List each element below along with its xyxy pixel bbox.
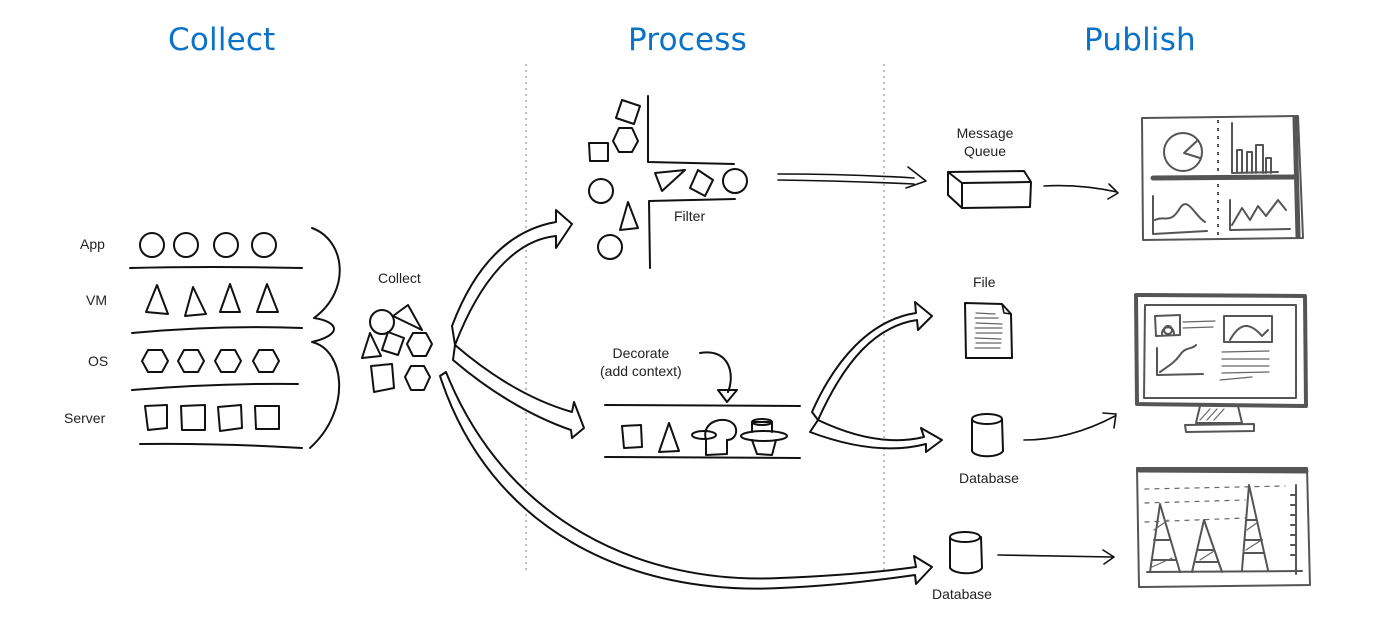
stage-title-collect: Collect bbox=[168, 22, 276, 58]
source-row-os bbox=[141, 349, 280, 373]
stage-title-publish: Publish bbox=[1084, 22, 1196, 58]
arrow-to-dashboard bbox=[1043, 183, 1119, 200]
message-queue-label-line2: Queue bbox=[963, 143, 1007, 159]
arrow-to-monitor bbox=[1023, 412, 1117, 441]
decorate-pointer-arrow bbox=[699, 351, 738, 403]
conveyor-bottom bbox=[604, 456, 801, 459]
source-label-server: Server bbox=[64, 410, 106, 426]
triangle-icon bbox=[145, 284, 169, 315]
triangle-icon bbox=[219, 283, 241, 313]
stage-title-process: Process bbox=[628, 22, 747, 58]
arrow-to-database-middle bbox=[809, 419, 943, 453]
circle-icon bbox=[251, 232, 277, 258]
brace bbox=[309, 227, 341, 449]
circle-icon bbox=[139, 232, 165, 258]
arrow-to-database-bottom bbox=[439, 371, 933, 590]
arrow-to-file bbox=[811, 301, 933, 421]
database-label-middle: Database bbox=[959, 470, 1019, 486]
funnel-top bbox=[647, 95, 735, 165]
database-label-bottom: Database bbox=[932, 586, 992, 602]
row-separator bbox=[131, 326, 303, 334]
square-icon bbox=[217, 404, 243, 432]
filter-funnel bbox=[588, 95, 748, 269]
file-icon bbox=[964, 302, 1013, 359]
square-icon bbox=[180, 404, 206, 431]
row-separator bbox=[139, 442, 303, 449]
arrow-to-decorate bbox=[452, 344, 585, 439]
source-row-app bbox=[139, 232, 277, 258]
database-icon-middle bbox=[971, 413, 1004, 458]
hexagon-icon bbox=[252, 349, 280, 373]
triangle-icon bbox=[256, 283, 279, 313]
message-queue-label: Message Queue bbox=[950, 124, 1020, 160]
source-row-vm bbox=[145, 283, 279, 317]
source-row-server bbox=[144, 404, 280, 432]
dashboard-icon bbox=[1141, 115, 1304, 241]
arrow-to-chart-window bbox=[997, 549, 1115, 565]
conveyor-top bbox=[604, 404, 801, 407]
decorated-hexagon-icon bbox=[740, 418, 788, 456]
filter-label: Filter bbox=[674, 208, 706, 224]
triangle-icon bbox=[184, 286, 207, 317]
message-queue-label-line1: Message bbox=[956, 125, 1014, 141]
monitor-icon bbox=[1134, 293, 1308, 433]
source-label-app: App bbox=[80, 236, 105, 252]
hexagon-icon bbox=[177, 349, 205, 373]
database-icon-bottom bbox=[949, 531, 983, 575]
circle-icon bbox=[213, 232, 239, 258]
arrow-to-filter bbox=[451, 209, 573, 346]
hexagon-icon bbox=[214, 349, 242, 373]
hexagon-icon bbox=[141, 349, 169, 373]
file-label: File bbox=[973, 274, 996, 290]
decorated-square-icon bbox=[691, 418, 738, 456]
funnel-bottom bbox=[648, 198, 736, 269]
square-icon bbox=[254, 405, 280, 430]
collected-shapes bbox=[361, 304, 433, 393]
row-separator bbox=[129, 266, 303, 269]
message-queue-icon bbox=[947, 170, 1032, 209]
arrow-to-message-queue bbox=[777, 166, 927, 189]
decorate-label-line2: (add context) bbox=[600, 363, 682, 379]
decorate-label: Decorate (add context) bbox=[600, 344, 682, 380]
chart-window-icon bbox=[1136, 467, 1311, 588]
triangle-icon bbox=[658, 422, 680, 453]
decorate-label-line1: Decorate bbox=[612, 345, 670, 361]
collect-label: Collect bbox=[378, 270, 421, 286]
square-icon bbox=[621, 424, 643, 449]
circle-icon bbox=[173, 232, 199, 258]
row-separator bbox=[131, 382, 299, 391]
source-label-os: OS bbox=[88, 353, 109, 369]
decorate-conveyor bbox=[604, 351, 801, 459]
square-icon bbox=[144, 404, 168, 431]
source-label-vm: VM bbox=[86, 292, 107, 308]
